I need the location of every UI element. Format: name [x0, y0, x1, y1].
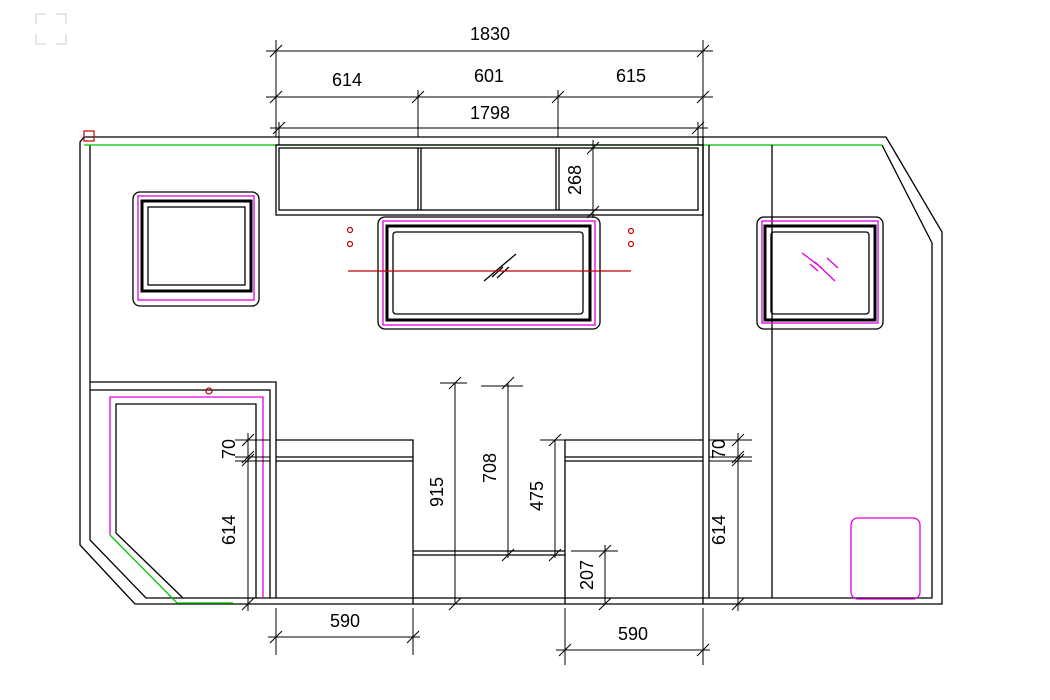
dim-upper-right: 615 — [616, 66, 646, 86]
dim-seat-height-a: 708 — [480, 453, 500, 483]
window-right — [756, 216, 884, 330]
dim-left-counter-top: 70 — [219, 439, 239, 459]
dim-seat-height-b: 475 — [527, 481, 547, 511]
left-counter — [276, 439, 565, 604]
dim-table-height: 915 — [427, 477, 447, 507]
dim-upper-height: 268 — [565, 165, 585, 195]
toilet-outline — [850, 517, 921, 600]
dim-left-counter-height: 614 — [219, 515, 239, 545]
dim-step-height: 207 — [577, 560, 597, 590]
dim-overall-width: 1830 — [470, 24, 510, 44]
upper-cabinet — [275, 144, 704, 216]
dim-upper-middle: 601 — [474, 66, 504, 86]
wardrobe — [90, 381, 277, 604]
dimension-lines — [235, 40, 752, 665]
dim-upper-left: 614 — [332, 70, 362, 90]
origin-marker — [83, 130, 95, 142]
dim-left-counter-width: 590 — [330, 611, 360, 631]
window-left — [132, 191, 260, 307]
dim-right-counter-top: 70 — [709, 439, 729, 459]
fullscreen-icon[interactable] — [35, 13, 67, 45]
dim-right-counter-height: 614 — [709, 515, 729, 545]
dim-right-counter-width: 590 — [618, 624, 648, 644]
dim-upper-inner-width: 1798 — [470, 103, 510, 123]
window-center — [346, 216, 635, 330]
